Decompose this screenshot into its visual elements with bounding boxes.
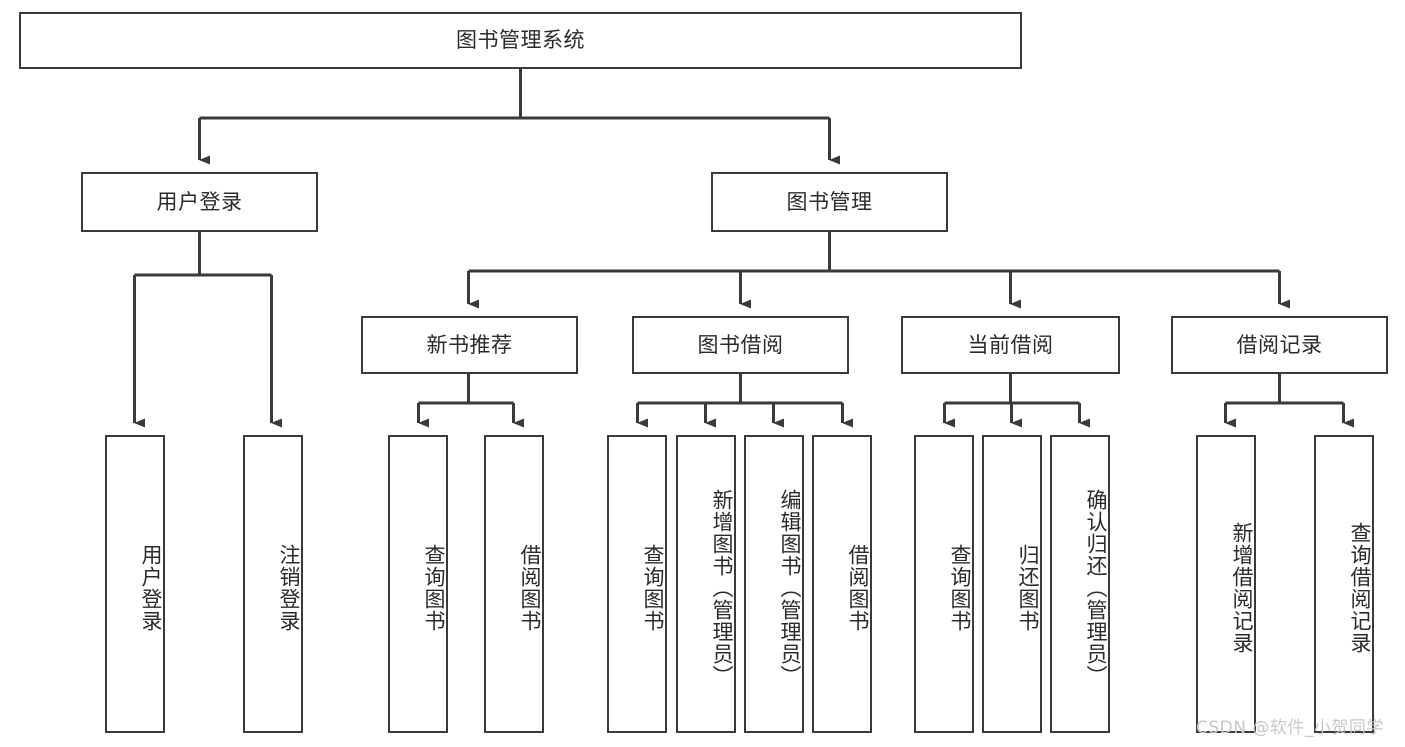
node-label: 图书借阅 [697, 332, 784, 357]
node-leaf-edit-book[interactable]: 编辑图书（管理员） [744, 435, 804, 733]
node-label: 借阅图书 [518, 544, 542, 632]
node-label: 注销登录 [277, 544, 301, 632]
node-leaf-borrow-book-1[interactable]: 借阅图书 [484, 435, 544, 733]
node-label: 借阅图书 [846, 544, 870, 632]
node-new-book-rec[interactable]: 新书推荐 [361, 316, 578, 374]
watermark: CSDN @软件_小贺同学 [1196, 718, 1384, 738]
node-label: 图书管理 [786, 189, 873, 214]
node-label: 新增借阅记录 [1230, 522, 1254, 654]
node-label: 查询借阅记录 [1348, 522, 1372, 654]
node-label: 查询图书 [641, 544, 665, 632]
node-current-borrow[interactable]: 当前借阅 [901, 316, 1120, 374]
node-leaf-user-login[interactable]: 用户登录 [105, 435, 165, 733]
node-label: 当前借阅 [967, 332, 1054, 357]
node-leaf-return-book[interactable]: 归还图书 [982, 435, 1042, 733]
node-leaf-add-record[interactable]: 新增借阅记录 [1196, 435, 1256, 733]
node-root[interactable]: 图书管理系统 [19, 12, 1022, 69]
node-label: 用户登录 [156, 189, 243, 214]
node-label: 新书推荐 [426, 332, 513, 357]
node-leaf-query-record[interactable]: 查询借阅记录 [1314, 435, 1374, 733]
node-label: 新增图书（管理员） [710, 489, 734, 687]
node-leaf-add-book[interactable]: 新增图书（管理员） [676, 435, 736, 733]
node-leaf-query-book-3[interactable]: 查询图书 [914, 435, 974, 733]
node-book-borrow[interactable]: 图书借阅 [632, 316, 849, 374]
node-label: 图书管理系统 [456, 28, 585, 52]
node-book-manage[interactable]: 图书管理 [711, 172, 948, 232]
node-label: 借阅记录 [1236, 332, 1323, 357]
node-label: 用户登录 [139, 544, 163, 632]
node-label: 编辑图书（管理员） [778, 489, 802, 687]
node-leaf-confirm-return[interactable]: 确认归还（管理员） [1050, 435, 1110, 733]
node-label: 确认归还（管理员） [1084, 489, 1108, 687]
node-label: 归还图书 [1016, 544, 1040, 632]
node-leaf-query-book-2[interactable]: 查询图书 [607, 435, 667, 733]
node-leaf-query-book-1[interactable]: 查询图书 [388, 435, 448, 733]
node-leaf-borrow-book-2[interactable]: 借阅图书 [812, 435, 872, 733]
node-user-login[interactable]: 用户登录 [81, 172, 318, 232]
node-leaf-user-logout[interactable]: 注销登录 [243, 435, 303, 733]
node-label: 查询图书 [948, 544, 972, 632]
node-label: 查询图书 [422, 544, 446, 632]
node-borrow-record[interactable]: 借阅记录 [1171, 316, 1388, 374]
